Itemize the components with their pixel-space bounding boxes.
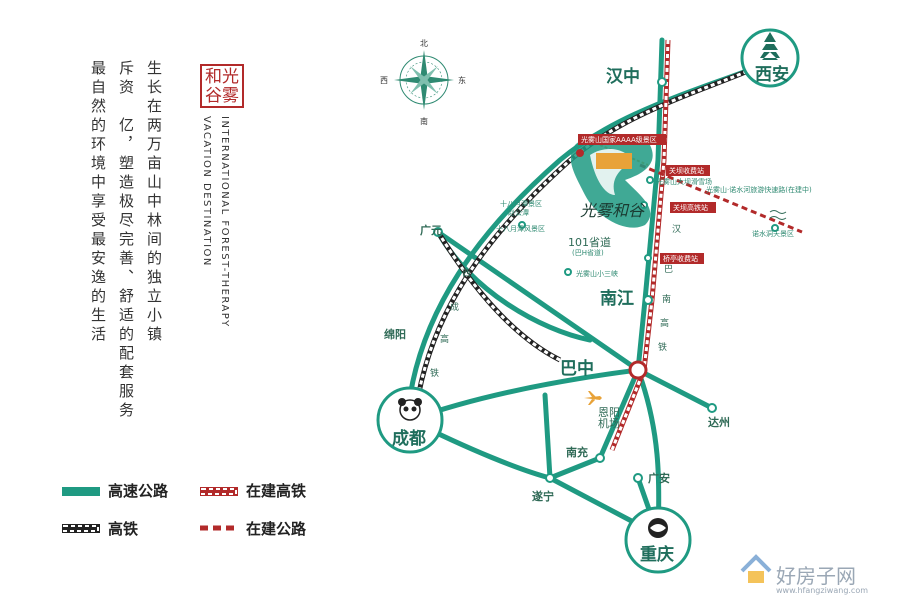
poi-xiaosanxia: 光雾山小三峡 [576, 269, 618, 278]
svg-text:关坝收费站: 关坝收费站 [669, 166, 704, 175]
compass-north: 北 [420, 39, 428, 48]
svg-text:高: 高 [440, 333, 449, 345]
svg-text:关坝高铁站: 关坝高铁站 [673, 203, 708, 212]
svg-text:光雾山国家AAAA级景区: 光雾山国家AAAA级景区 [581, 135, 657, 144]
english-slogan-line2: VACATION DESTINATION [201, 116, 212, 267]
bazhong-hub-node [628, 360, 648, 380]
tag-qiaoting-toll: 桥亭收费站 [660, 253, 704, 264]
seal-text: 和光谷雾 [205, 67, 239, 106]
poi-shibayue-1-sub: 赵公潭 [508, 208, 529, 217]
intro-text-col-1: 生长在两万亩山中林间的独立小镇 [145, 60, 163, 345]
svg-text:巴: 巴 [664, 264, 673, 275]
waves-icon [769, 210, 787, 220]
airport-label-2: 机场 [598, 416, 620, 430]
city-dazhou: 达州 [708, 415, 730, 429]
poi-shibayue-1: 十八月潭景区 [500, 199, 542, 208]
project-location-pin [576, 149, 584, 157]
city-chongqing: 重庆 [640, 544, 674, 565]
intro-text-col-3: 最自然的环境中享受最安逸的生活 [89, 60, 107, 345]
city-guangyuan: 广元 [420, 223, 442, 237]
svg-text:桥亭收费站: 桥亭收费站 [663, 254, 698, 263]
compass-west: 西 [380, 76, 388, 85]
watermark-name: 好房子网 [776, 564, 856, 588]
highway-guangyuan-bazhong [435, 229, 641, 373]
project-logo-text: 光雾和谷 [580, 201, 646, 220]
compass-east: 东 [458, 75, 466, 85]
watermark-url: www.hfangziwang.com [776, 586, 869, 595]
legend-road-construction-label: 在建公路 [246, 520, 307, 538]
poi-daba: 光雾山大坝滑雪场 [656, 177, 712, 186]
chengdu-badge: 成都 [376, 386, 444, 454]
legend-rail-construction-swatch [200, 487, 238, 496]
railway-network [413, 63, 761, 411]
highway-vertical-inner [542, 392, 553, 481]
city-nanjiang: 南江 [600, 288, 634, 309]
legend-rail-construction-label: 在建高铁 [246, 482, 307, 500]
svg-text:高: 高 [660, 317, 669, 329]
highway-bazhong-dazhou [635, 367, 715, 411]
svg-text:铁: 铁 [658, 341, 667, 353]
legend-railway-label: 高铁 [108, 520, 139, 538]
poi-route-101-sub: (巴H省道) [572, 248, 604, 257]
city-mianyang: 绵阳 [384, 327, 406, 341]
english-slogan-line1: INTERNATIONAL FOREST-THERAPY [219, 116, 230, 328]
airport-label-1: 恩阳 [598, 406, 620, 419]
poi-route-101: 101省道 [568, 235, 611, 249]
xian-badge: 西安 [740, 28, 800, 88]
city-bazhong: 巴中 [560, 358, 594, 379]
pagoda-icon [760, 32, 780, 60]
expressway-note: 光雾山·诺水河旅游快速路(在建中) [706, 185, 812, 194]
project-orange-tag [596, 153, 632, 169]
tag-park: 光雾山国家AAAA级景区 [578, 134, 666, 145]
panda-icon [398, 398, 422, 421]
legend-highway-label: 高速公路 [108, 482, 169, 500]
city-guangan: 广安 [648, 471, 670, 485]
brand-seal: 和光谷雾 [200, 64, 244, 108]
tag-guanba-rail: 关坝高铁站 [670, 202, 716, 213]
svg-text:西: 西 [462, 268, 471, 279]
city-xian: 西安 [755, 64, 789, 85]
svg-text:南: 南 [662, 293, 671, 305]
city-suining: 遂宁 [532, 489, 554, 503]
city-nodes [433, 77, 779, 483]
tag-guanba-toll: 关坝收费站 [666, 165, 710, 176]
poi-nuoshui: 诺水洞天景区 [752, 229, 794, 238]
compass-south: 南 [420, 116, 428, 126]
watermark-house-icon [740, 554, 772, 583]
svg-text:成: 成 [450, 301, 459, 313]
chongqing-badge: 重庆 [624, 506, 692, 574]
rail-route-labels: 西 成 高 铁 汉 巴 南 高 铁 [430, 224, 681, 379]
svg-text:汉: 汉 [672, 224, 681, 235]
city-nanchong: 南充 [566, 445, 588, 459]
compass-icon: 北 南 东 西 [380, 39, 466, 126]
highway-hanzhong-bazhong [635, 37, 665, 373]
intro-text-col-2: 斥资 亿，塑造极尽完善、舒适的配套服务 [117, 60, 135, 421]
city-hanzhong: 汉中 [606, 66, 640, 87]
legend-railway-swatch [62, 524, 100, 533]
poi-shibayue-2: 十八月潭风景区 [496, 224, 545, 233]
city-chengdu: 成都 [392, 428, 426, 449]
svg-text:铁: 铁 [430, 367, 439, 379]
airport-plane-icon [584, 391, 602, 405]
legend-highway-swatch [62, 487, 100, 496]
